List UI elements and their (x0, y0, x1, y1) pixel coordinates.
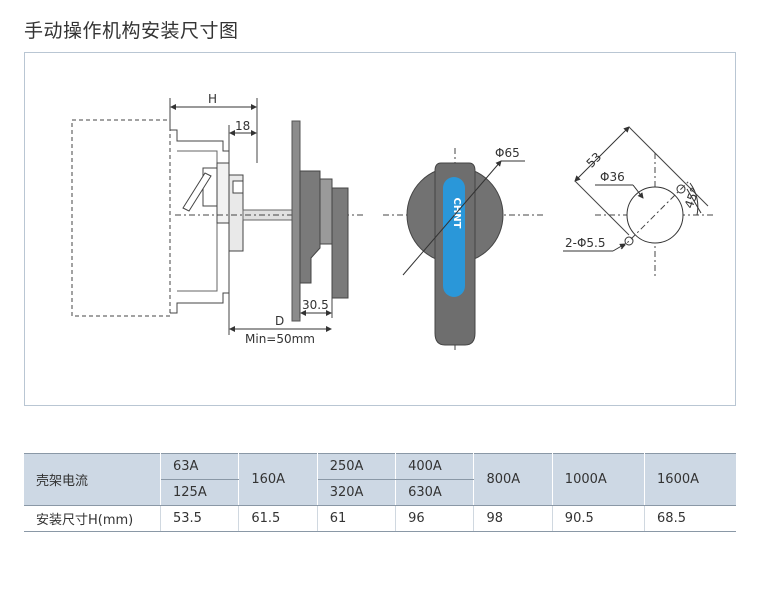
row-label: 安装尺寸H(mm) (24, 505, 161, 532)
dim-d: D (275, 314, 284, 328)
breaker-outline (71, 119, 171, 317)
mounting-panel (291, 120, 301, 322)
header-cell: 1600A (644, 453, 736, 506)
dim-53: 53 (584, 150, 605, 171)
header-cell: 320A (317, 479, 397, 506)
dim-30-5: 30.5 (302, 298, 329, 312)
installation-drawing: H 18 30.5 D Min=50mm CHNT (71, 92, 715, 353)
spec-table: 壳架电流 63A 160A 250A 400A 800A 1000A 1600A… (24, 453, 736, 532)
front-view: CHNT Φ65 (383, 146, 545, 353)
header-cell: 63A (160, 453, 240, 480)
header-cell: 250A (317, 453, 397, 480)
side-view: H 18 30.5 D Min=50mm (71, 92, 365, 346)
page-title: 手动操作机构安装尺寸图 (24, 20, 239, 42)
header-row-2: 125A 320A 630A (24, 479, 736, 506)
table-cell: 96 (395, 505, 475, 532)
handle-accent (443, 177, 465, 297)
table-cell: 98 (473, 505, 553, 532)
hole-pattern-view: 53 Φ36 45° 2-Φ5.5 (563, 126, 715, 278)
header-cell: 125A (160, 479, 240, 506)
header-cell: 800A (473, 453, 553, 506)
table-cell: 61.5 (238, 505, 318, 532)
table-cell: 61 (317, 505, 397, 532)
drawing-frame: H 18 30.5 D Min=50mm CHNT (24, 52, 736, 406)
table-cell: 90.5 (552, 505, 646, 532)
dim-min: Min=50mm (245, 332, 315, 346)
table-cell: 53.5 (160, 505, 240, 532)
dim-h: H (208, 92, 217, 106)
dim-phi65: Φ65 (495, 146, 520, 160)
table-cell: 68.5 (644, 505, 736, 532)
header-cell: 400A (395, 453, 475, 480)
header-label: 壳架电流 (24, 453, 161, 506)
dim-18: 18 (235, 119, 250, 133)
table-row: 安装尺寸H(mm) 53.5 61.5 61 96 98 90.5 68.5 (24, 505, 736, 532)
header-cell: 1000A (552, 453, 646, 506)
dim-hole: 2-Φ5.5 (565, 236, 606, 250)
dim-45: 45° (682, 185, 702, 210)
header-cell: 160A (238, 453, 318, 506)
dim-phi36: Φ36 (600, 170, 625, 184)
header-row-1: 壳架电流 63A 160A 250A 400A 800A 1000A 1600A (24, 453, 736, 506)
header-cell: 630A (395, 479, 475, 506)
